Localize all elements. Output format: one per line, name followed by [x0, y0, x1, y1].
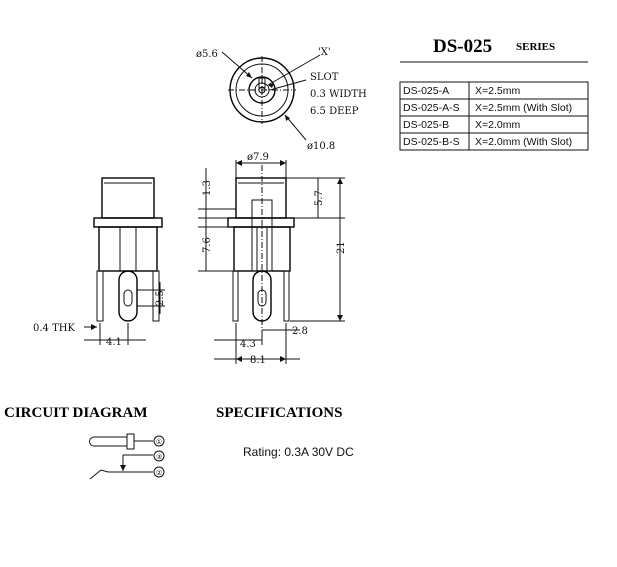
- variant-spec: X=2.0mm (With Slot): [475, 136, 572, 148]
- dim-small-diameter: ø5.6: [196, 49, 218, 60]
- dim-large-diameter: ø10.8: [307, 141, 335, 152]
- pin-1-label: ①: [156, 438, 162, 446]
- front-view-drawing: ø7.9 1.3 7.6 5.7 21 4.3 2.8 8.1: [198, 152, 347, 366]
- arrowhead: [337, 178, 343, 184]
- dim-top-diameter: ø7.9: [247, 152, 269, 163]
- leader-line: [269, 79, 307, 91]
- flange: [227, 217, 295, 228]
- rating-text: Rating: 0.3A 30V DC: [243, 445, 354, 459]
- pin-2-terminal: [153, 466, 165, 478]
- slotted-pin: [118, 270, 138, 322]
- barrel: [235, 177, 287, 219]
- slot-shape: [258, 77, 266, 89]
- arrowhead: [337, 315, 343, 321]
- arrowhead: [120, 465, 126, 471]
- arrowhead: [236, 356, 242, 362]
- barrel: [101, 177, 155, 219]
- circuit-heading: CIRCUIT DIAGRAM: [4, 405, 147, 421]
- dim-overall-height: 21: [336, 241, 347, 254]
- arrowhead: [285, 115, 290, 121]
- side-pin: [96, 270, 104, 322]
- dim-1-3: 1.3: [202, 180, 213, 196]
- series-title: DS-025: [433, 36, 492, 57]
- variant-table: DS-025-A X=2.5mm DS-025-A-S X=2.5mm (Wit…: [399, 81, 589, 151]
- side-pin: [283, 270, 290, 322]
- slot-width: 0.3 WIDTH: [310, 89, 367, 100]
- pin-1-terminal: [153, 435, 165, 447]
- dim-5-7: 5.7: [314, 190, 325, 206]
- pin-slot: [257, 289, 267, 307]
- side-view-drawing: 2.5 0.4 THK 4.1: [33, 177, 166, 348]
- leader-line: [267, 54, 321, 86]
- top-view-drawing: ø5.6 'X' SLOT 0.3 WIDTH 6.5 DEEP ø10.8: [196, 47, 367, 152]
- dim-pin-width: 4.1: [106, 337, 122, 348]
- variant-spec: X=2.5mm (With Slot): [475, 102, 572, 114]
- pin-3-terminal: [153, 450, 165, 462]
- slotted-pin: [252, 270, 272, 322]
- dim-8-1: 8.1: [250, 355, 266, 366]
- arrowhead: [280, 160, 286, 166]
- arrowhead: [236, 160, 242, 166]
- dim-slot-height: 2.5: [155, 290, 166, 306]
- pin-2-switch: [89, 469, 153, 480]
- series-suffix: SERIES: [516, 41, 555, 53]
- variant-spec: X=2.0mm: [475, 119, 520, 131]
- arrowhead: [280, 356, 286, 362]
- dim-4-3: 4.3: [240, 339, 256, 350]
- pin-3-label: ③: [156, 453, 162, 461]
- variant-model: DS-025-B-S: [403, 136, 460, 148]
- variant-model: DS-025-B: [403, 119, 449, 131]
- plug-collar: [126, 433, 135, 450]
- specifications-heading: SPECIFICATIONS: [216, 405, 342, 421]
- dim-2-8: 2.8: [292, 326, 308, 337]
- dim-7-6: 7.6: [202, 237, 213, 253]
- arrowhead: [246, 72, 252, 78]
- leader-line: [284, 114, 307, 141]
- side-pin: [232, 270, 239, 322]
- dim-thickness: 0.4 THK: [33, 323, 75, 334]
- slot-label: SLOT: [310, 72, 339, 83]
- leader-line: [221, 51, 253, 79]
- circuit-diagram: ① ③ ②: [89, 433, 165, 480]
- variant-spec: X=2.5mm: [475, 85, 520, 97]
- arrowhead: [91, 324, 97, 330]
- flange: [93, 217, 163, 228]
- housing: [98, 226, 158, 272]
- variant-model: DS-025-A-S: [403, 102, 460, 114]
- pin-slot: [123, 289, 133, 307]
- plug-barrel: [89, 436, 128, 447]
- pin-2-label: ②: [156, 469, 162, 477]
- arrowhead: [268, 83, 274, 88]
- slot-depth: 6.5 DEEP: [310, 106, 359, 117]
- x-dimension-label: 'X': [318, 47, 331, 58]
- side-pin: [152, 270, 160, 322]
- variant-model: DS-025-A: [403, 85, 449, 97]
